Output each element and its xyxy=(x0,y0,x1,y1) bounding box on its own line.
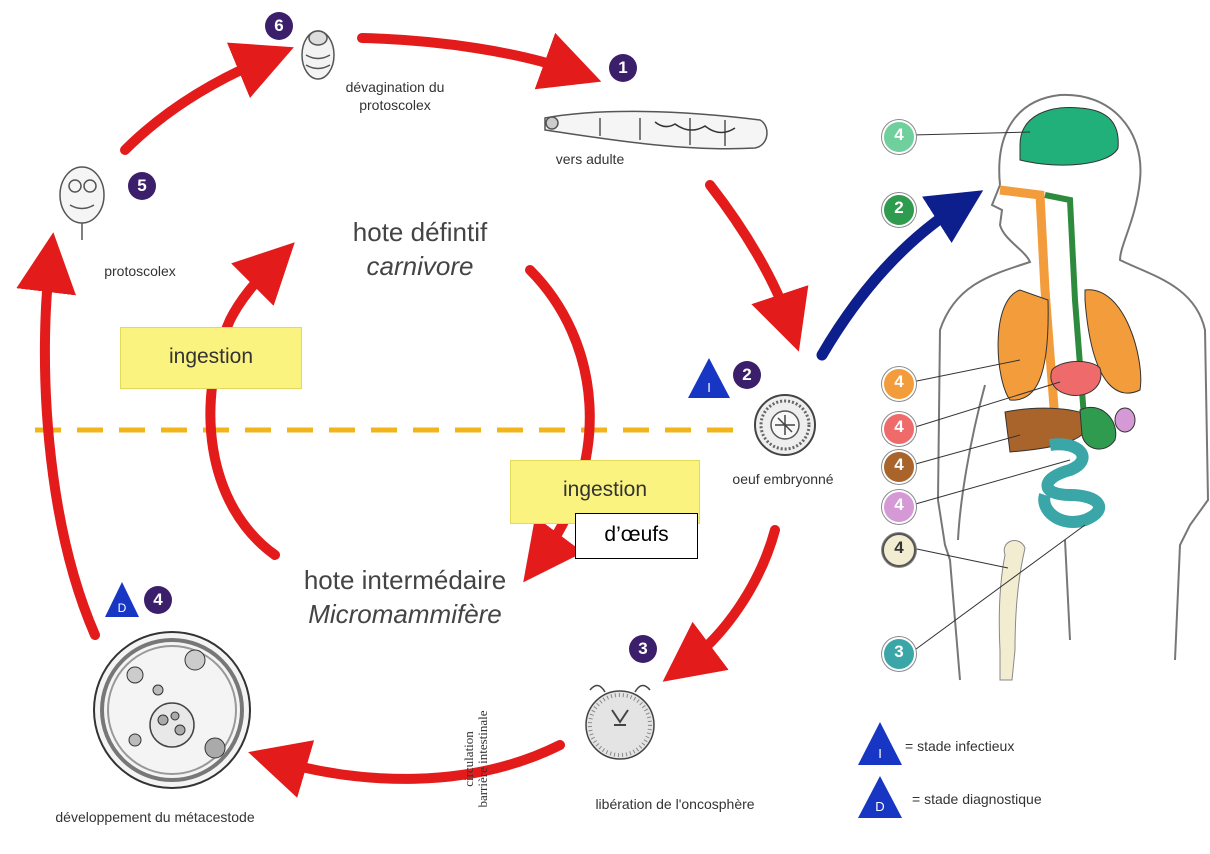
svg-text:I: I xyxy=(707,380,711,395)
protoscolex-illustration xyxy=(60,167,104,240)
brain-marker: 4 xyxy=(882,120,916,154)
legend-infective-triangle: I xyxy=(858,722,902,765)
stage-6-label: dévagination du protoscolex xyxy=(320,78,470,114)
arrow-6-to-1 xyxy=(362,38,575,72)
infective-triangle-stage2: I xyxy=(688,358,730,398)
stage-6-badge: 6 xyxy=(265,12,293,40)
heart-shape xyxy=(1051,361,1101,395)
transit-label: circulation barrière intestinale xyxy=(462,684,492,834)
human-body-illustration xyxy=(912,95,1208,680)
stage-2-label: oeuf embryonné xyxy=(708,470,858,488)
stage-4-badge: 4 xyxy=(144,586,172,614)
stomach-shape xyxy=(1080,407,1116,449)
diagnostic-triangle-stage4: D xyxy=(105,582,139,617)
arrow-4-to-5 xyxy=(45,260,95,635)
entry-marker: 2 xyxy=(882,193,916,227)
stage-6-label-line1: dévagination du xyxy=(346,79,445,95)
arrow-2-to-3 xyxy=(685,530,775,665)
spleen-shape xyxy=(1115,408,1135,432)
definitive-host-label: hote défintif carnivore xyxy=(300,215,540,283)
svg-text:D: D xyxy=(875,799,884,814)
stage-1-badge: 1 xyxy=(609,54,637,82)
intestine-marker: 3 xyxy=(882,637,916,671)
ingestion-box-upper: ingestion xyxy=(120,327,302,389)
transit-line2: barrière intestinale xyxy=(475,710,490,807)
brain-shape xyxy=(1020,107,1118,165)
transit-line1: circulation xyxy=(461,731,476,787)
stage-5-label: protoscolex xyxy=(85,262,195,280)
bone-marker: 4 xyxy=(882,533,916,567)
definitive-host-line2: carnivore xyxy=(367,251,474,281)
intermediate-host-line2: Micromammifère xyxy=(308,599,502,629)
intestine-shape xyxy=(1044,444,1099,522)
adult-worm-illustration xyxy=(545,111,767,148)
eggs-box: d’œufs xyxy=(575,513,698,559)
intermediate-host-label: hote intermédaire Micromammifère xyxy=(260,563,550,631)
liver-marker: 4 xyxy=(882,450,916,484)
stage-3-label: libération de l'oncosphère xyxy=(560,795,790,813)
embryonated-egg-illustration xyxy=(755,395,815,455)
legend-infective-label: = stade infectieux xyxy=(905,737,1075,755)
intermediate-host-line1: hote intermédaire xyxy=(304,565,506,595)
definitive-host-line1: hote défintif xyxy=(353,217,487,247)
arrow-ingestion-up xyxy=(210,262,275,555)
lungs-marker: 4 xyxy=(882,367,916,401)
spleen-marker: 4 xyxy=(882,490,916,524)
legend-diagnostic-triangle: D xyxy=(858,776,902,818)
hydatid-cyst-illustration xyxy=(94,632,250,788)
stage-5-badge: 5 xyxy=(128,172,156,200)
svg-text:I: I xyxy=(878,746,882,761)
stage-4-label: développement du métacestode xyxy=(10,808,300,826)
heart-marker: 4 xyxy=(882,412,916,446)
evaginating-protoscolex-illustration xyxy=(302,31,334,79)
stage-3-badge: 3 xyxy=(629,635,657,663)
stage-1-label: vers adulte xyxy=(535,150,645,168)
arrow-5-to-6 xyxy=(125,58,268,150)
stage-6-label-line2: protoscolex xyxy=(359,97,431,113)
femur-shape xyxy=(999,541,1025,680)
arrow-1-to-2 xyxy=(710,185,790,325)
svg-text:D: D xyxy=(118,601,127,615)
legend-diagnostic-label: = stade diagnostique xyxy=(912,790,1102,808)
arrow-3-to-4 xyxy=(275,745,560,779)
oncosphere-illustration xyxy=(586,685,654,759)
stage-2-badge: 2 xyxy=(733,361,761,389)
